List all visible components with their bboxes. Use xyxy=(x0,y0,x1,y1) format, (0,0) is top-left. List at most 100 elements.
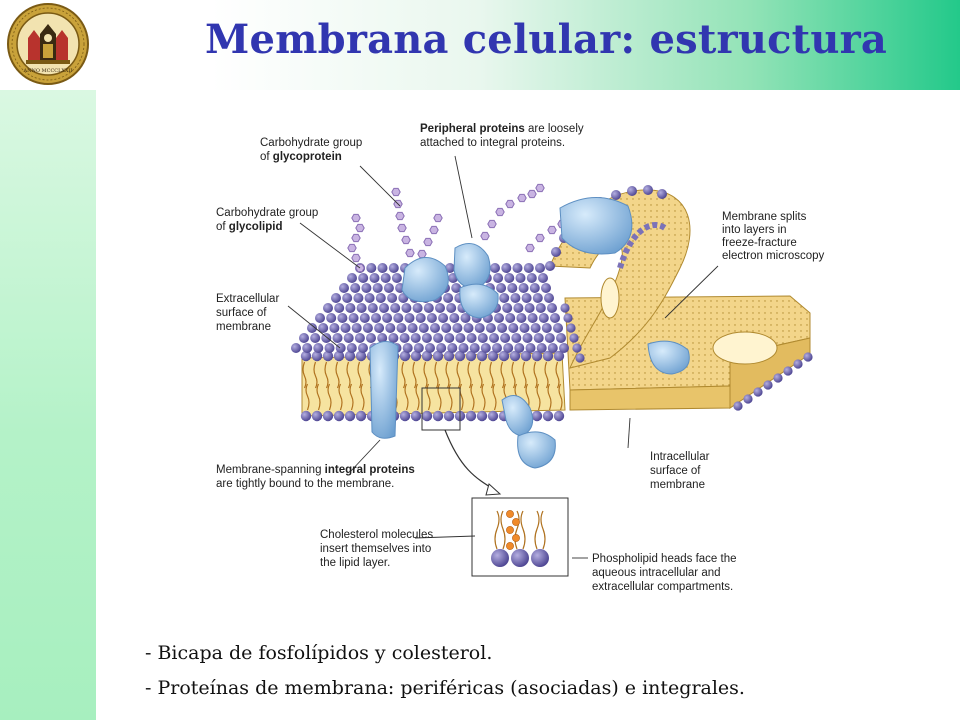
lipid-tail xyxy=(415,383,420,411)
lipid-head xyxy=(500,333,511,343)
label-peripheral-proteins: Peripheral proteins are loosely attached… xyxy=(420,123,587,149)
zoom-callout xyxy=(421,387,569,577)
lipid-head xyxy=(335,343,346,353)
label-carb-glycoprotein: Carbohydrate group of glycoprotein xyxy=(260,137,366,163)
lipid-head xyxy=(387,293,398,303)
lipid-head xyxy=(541,323,552,333)
lipid-head xyxy=(522,333,533,343)
lipid-head xyxy=(421,333,432,343)
sugar-unit xyxy=(351,253,361,263)
lipid-head xyxy=(773,373,783,383)
lipid-tail xyxy=(500,361,505,389)
lipid-head xyxy=(310,333,321,343)
lipid-head xyxy=(550,313,560,323)
lipid-head xyxy=(393,313,404,323)
cholesterol-unit xyxy=(506,526,514,534)
lipid-tail xyxy=(456,361,461,389)
lipid-head xyxy=(566,323,576,333)
lipid-head xyxy=(355,410,367,422)
lipid-head xyxy=(343,333,354,343)
lipid-head xyxy=(432,350,444,362)
lipid-head xyxy=(369,273,380,283)
lipid-head xyxy=(339,283,349,293)
side-band xyxy=(0,90,96,720)
lipid-head xyxy=(463,323,474,333)
lipid-head xyxy=(536,343,547,353)
label-phospholipid-heads: Phospholipid heads face the aqueous intr… xyxy=(592,553,740,593)
lipid-head xyxy=(477,333,488,343)
lipid-head xyxy=(380,273,391,283)
lipid-head xyxy=(469,343,480,353)
lipid-head xyxy=(523,263,534,273)
lipid-tail xyxy=(544,361,549,389)
lipid-head xyxy=(326,313,337,323)
lipid-head xyxy=(374,323,385,333)
lipid-head xyxy=(404,313,415,323)
lipid-head xyxy=(497,323,508,333)
lipid-head xyxy=(498,350,510,362)
lipid-head xyxy=(377,263,388,273)
lipid-head xyxy=(446,303,457,313)
lipid-head xyxy=(323,303,333,313)
seal-ring-text: ANNO MCCCLXXII xyxy=(22,68,72,74)
lipid-head xyxy=(532,293,543,303)
lipid-head xyxy=(299,333,309,343)
lipid-head xyxy=(348,313,359,323)
lipid-head xyxy=(311,350,323,362)
lipid-tail xyxy=(305,383,310,411)
sugar-unit xyxy=(527,189,537,199)
lipid-head xyxy=(490,263,500,273)
lipid-head xyxy=(443,350,455,362)
label-membrane-splits: Membrane splits into layers in freeze-fr… xyxy=(722,211,825,262)
lipid-head xyxy=(354,333,365,343)
lipid-head xyxy=(399,350,411,362)
lipid-head xyxy=(524,303,535,313)
lipid-head xyxy=(476,350,488,362)
lipid-head xyxy=(445,263,455,273)
lipid-head xyxy=(425,343,435,353)
lipid-tail xyxy=(313,361,318,389)
lipid-tail xyxy=(536,383,541,411)
lipid-head xyxy=(433,333,444,343)
lipid-head xyxy=(509,350,521,362)
lipid-head xyxy=(345,303,356,313)
lipid-head xyxy=(443,293,454,303)
lipid-head xyxy=(743,394,753,404)
lipid-head xyxy=(496,283,507,293)
lipid-head xyxy=(535,263,545,273)
peripheral-protein-top xyxy=(559,197,633,255)
lipid-head xyxy=(334,303,345,313)
lipid-head xyxy=(300,350,312,362)
lipid-head xyxy=(351,323,362,333)
sugar-unit xyxy=(395,211,405,221)
label-extracellular: Extracellular surface of membrane xyxy=(216,293,282,333)
lipid-head xyxy=(355,350,367,362)
lipid-head xyxy=(494,313,504,323)
lipid-head xyxy=(436,343,447,353)
inset-tail xyxy=(540,510,546,550)
lipid-head xyxy=(329,323,340,333)
lipid-head xyxy=(515,273,526,283)
sugar-unit xyxy=(535,233,545,243)
lipid-head xyxy=(423,303,434,313)
page-title: Membrana celular: estructura xyxy=(205,16,888,63)
lipid-head xyxy=(401,303,412,313)
lipid-head xyxy=(542,350,554,362)
lipid-head xyxy=(493,273,504,283)
lipid-head xyxy=(545,261,555,271)
lipid-head xyxy=(503,343,514,353)
lipid-head xyxy=(480,343,491,353)
lipid-head xyxy=(449,313,460,323)
lipid-head xyxy=(413,343,424,353)
lipid-head xyxy=(321,333,332,343)
lipid-head xyxy=(793,359,803,369)
sugar-unit xyxy=(433,213,443,223)
lipid-head xyxy=(466,333,477,343)
lipid-head xyxy=(476,410,488,422)
cholesterol-unit xyxy=(512,518,520,526)
lipid-head xyxy=(474,323,485,333)
lipid-head xyxy=(383,283,394,293)
lipid-head xyxy=(347,273,357,283)
lipid-head xyxy=(396,323,407,333)
lipid-head xyxy=(415,313,426,323)
